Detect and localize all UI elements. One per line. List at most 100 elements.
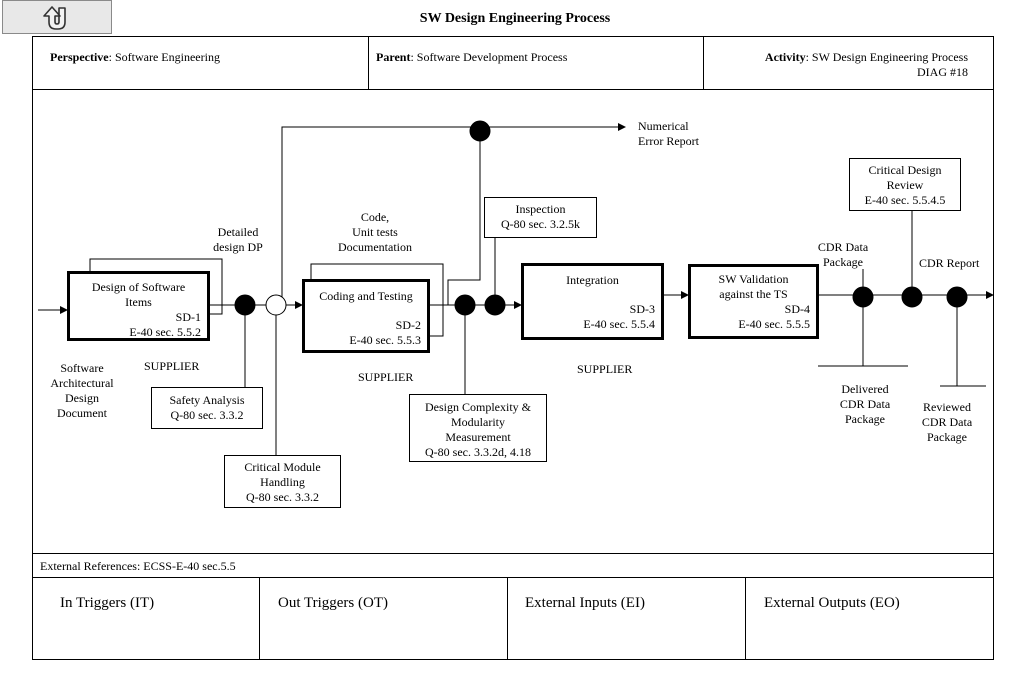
box-line: Inspection <box>515 202 566 216</box>
header-divider <box>368 36 369 90</box>
label-line: Package <box>845 412 885 426</box>
process-ref: E-40 sec. 5.5.4 <box>583 317 655 331</box>
label-line: Numerical <box>638 119 689 133</box>
critical-module-box[interactable]: Critical Module Handling Q-80 sec. 3.3.2 <box>224 455 341 508</box>
safety-analysis-box[interactable]: Safety Analysis Q-80 sec. 3.3.2 <box>151 387 263 429</box>
critical-design-review-box[interactable]: Critical Design Review E-40 sec. 5.5.4.5 <box>849 158 961 211</box>
u-turn-up-arrow-icon <box>43 6 66 30</box>
perspective-field: Perspective: Software Engineering <box>50 50 220 65</box>
parent-label: Parent <box>376 50 411 64</box>
in-triggers-cell[interactable]: In Triggers (IT) <box>60 595 155 611</box>
box-line: Q-80 sec. 3.3.2d, 4.18 <box>425 445 531 459</box>
process-title: Design of Software <box>91 280 186 294</box>
box-line: Review <box>886 178 924 192</box>
process-ref: E-40 sec. 5.5.3 <box>349 333 421 347</box>
out-triggers-cell[interactable]: Out Triggers (OT) <box>278 595 389 611</box>
label-line: design DP <box>213 240 263 254</box>
parent-field[interactable]: Parent: Software Development Process <box>376 50 567 65</box>
delivered-cdr-package-label: Delivered CDR Data Package <box>830 382 900 427</box>
junction-dot <box>901 286 923 308</box>
process-id: SD-4 <box>784 302 810 316</box>
triggers-divider <box>507 577 508 660</box>
cdr-report-label: CDR Report <box>919 256 980 270</box>
sw-architectural-design-label: Software Architectural Design Document <box>42 361 122 421</box>
label-line: Documentation <box>338 240 412 254</box>
box-line: Modularity <box>451 415 505 429</box>
process-sd-2[interactable]: Coding and Testing SD-2 E-40 sec. 5.5.3 <box>302 279 430 353</box>
perspective-value: : Software Engineering <box>108 50 220 64</box>
code-unit-tests-label: Code, Unit tests Documentation <box>325 210 425 255</box>
box-line: Q-80 sec. 3.2.5k <box>501 217 580 231</box>
supplier-label: SUPPLIER <box>358 370 414 384</box>
triggers-divider <box>745 577 746 660</box>
junction-dot <box>852 286 874 308</box>
label-line: Software <box>60 361 104 375</box>
label-line: Package <box>927 430 967 444</box>
external-outputs-cell[interactable]: External Outputs (EO) <box>764 595 900 611</box>
box-line: Q-80 sec. 3.3.2 <box>170 408 244 422</box>
process-sd-3[interactable]: Integration SD-3 E-40 sec. 5.5.4 <box>521 263 664 340</box>
box-line: Safety Analysis <box>169 393 245 407</box>
box-line: Measurement <box>445 430 511 444</box>
junction-dot <box>454 294 476 316</box>
detailed-design-dp-label: Detailed design DP <box>206 225 270 255</box>
process-title: Integration <box>566 273 619 287</box>
triggers-frame <box>32 577 994 660</box>
process-id: SD-3 <box>629 302 655 316</box>
label-line: Architectural <box>50 376 114 390</box>
label-line: CDR Data <box>839 397 891 411</box>
supplier-label: SUPPLIER <box>577 362 633 376</box>
diagram-number: DIAG #18 <box>917 65 968 79</box>
label-line: Document <box>57 406 107 420</box>
label-line: Error Report <box>638 134 699 148</box>
process-id: SD-2 <box>395 318 421 332</box>
junction-dot <box>946 286 968 308</box>
label-line: Unit tests <box>352 225 398 239</box>
reviewed-cdr-package-label: Reviewed CDR Data Package <box>912 400 982 445</box>
external-references: External References: ECSS-E-40 sec.5.5 <box>40 559 236 573</box>
inspection-box[interactable]: Inspection Q-80 sec. 3.2.5k <box>484 197 597 238</box>
box-line: Handling <box>260 475 305 489</box>
label-line: Detailed <box>217 225 259 239</box>
label-line: Code, <box>360 210 390 224</box>
box-line: Q-80 sec. 3.3.2 <box>246 490 319 504</box>
triggers-divider <box>259 577 260 660</box>
parent-value: : Software Development Process <box>410 50 568 64</box>
label-line: Package <box>823 255 863 269</box>
junction-dot <box>469 120 491 142</box>
box-line: Design Complexity & <box>425 400 531 414</box>
cdr-data-package-label: CDR Data Package <box>808 240 878 270</box>
process-title: Items <box>125 295 152 309</box>
process-ref: E-40 sec. 5.5.2 <box>129 325 201 339</box>
label-line: Reviewed <box>923 400 971 414</box>
junction-dot <box>484 294 506 316</box>
label-line: CDR Data <box>921 415 973 429</box>
label-line: Design <box>65 391 99 405</box>
activity-label: Activity <box>764 50 806 64</box>
activity-value: : SW Design Engineering Process <box>805 50 968 64</box>
perspective-label: Perspective <box>50 50 109 64</box>
numerical-error-report-label: Numerical Error Report <box>638 119 699 149</box>
header-divider <box>703 36 704 90</box>
label-line: CDR Data <box>817 240 869 254</box>
junction-dot <box>234 294 256 316</box>
process-title: Coding and Testing <box>319 289 413 303</box>
supplier-label: SUPPLIER <box>144 359 200 373</box>
process-title: against the TS <box>719 287 788 301</box>
box-line: E-40 sec. 5.5.4.5 <box>864 193 946 207</box>
process-id: SD-1 <box>175 310 201 324</box>
back-button[interactable] <box>2 0 112 34</box>
process-title: SW Validation <box>718 272 789 286</box>
label-line: Delivered <box>841 382 889 396</box>
process-sd-1[interactable]: Design of Software Items SD-1 E-40 sec. … <box>67 271 210 341</box>
box-line: Critical Design <box>868 163 942 177</box>
activity-field: Activity: SW Design Engineering Process … <box>710 50 968 80</box>
box-line: Critical Module <box>244 460 321 474</box>
process-ref: E-40 sec. 5.5.5 <box>738 317 810 331</box>
design-complexity-box[interactable]: Design Complexity & Modularity Measureme… <box>409 394 547 462</box>
external-inputs-cell[interactable]: External Inputs (EI) <box>525 595 645 611</box>
process-sd-4[interactable]: SW Validation against the TS SD-4 E-40 s… <box>688 264 819 339</box>
page-title: SW Design Engineering Process <box>419 11 611 26</box>
junction-open-circle <box>265 294 287 316</box>
